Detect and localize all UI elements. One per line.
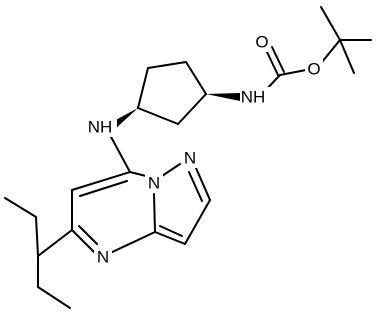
pentan-3-yl-group — [4, 197, 73, 309]
bond-ethyl-down-methyl — [37, 286, 71, 309]
pyrazole-nitrogen-label: N — [184, 149, 196, 168]
bond-n-pyrazole-c2-a — [195, 167, 211, 201]
ester-oxygen-label: O — [307, 60, 320, 79]
bond-n-bridgehead-c3a — [153, 193, 156, 233]
bond-tbu-methyl-bottom — [339, 39, 355, 74]
bond-n-pyrimidine-c5-a — [71, 229, 95, 253]
bond-ring-c5-c1 — [177, 93, 207, 125]
atom-carbamate-nh: NH — [240, 87, 270, 107]
bond-c5-methine — [37, 229, 73, 257]
bond-ring-c1-c2 — [185, 61, 207, 95]
bond-c6-c7-a — [71, 171, 131, 191]
bridgehead-nitrogen-label: N — [148, 174, 160, 193]
bond-ring-c4-c5 — [137, 107, 179, 125]
bond-n-pyrazole-c2-b — [188, 171, 203, 202]
bond-ring-c2-c3 — [147, 61, 187, 69]
bond-ring-c3-c4 — [137, 67, 149, 109]
bond-c3a-n-pyrimidine — [107, 231, 156, 255]
atom-ester-oxygen: O — [305, 59, 323, 79]
bond-methine-ethyl-up — [35, 216, 39, 257]
tert-butyl-group — [320, 6, 372, 74]
carbonyl-oxygen-label: O — [255, 33, 268, 52]
bond-n-bridgehead-n-pyrazole — [161, 163, 181, 177]
carbamate-nh-label: NH — [241, 88, 266, 107]
bond-c2-c3 — [184, 199, 211, 245]
cyclopentane-ring — [137, 61, 207, 125]
bond-c3-c3a-b — [159, 225, 183, 237]
bond-c3-c3a-a — [154, 231, 186, 245]
atom-labels: O O NH NH N N N — [87, 32, 323, 267]
bond-c7-n-bridgehead — [129, 171, 147, 177]
atom-bridgehead-nitrogen: N — [145, 173, 163, 193]
bond-amine-nh-c7 — [109, 134, 131, 173]
bond-carbonyl-double-2 — [271, 46, 285, 73]
stereo-wedge-to-carbamate-nh — [206, 93, 240, 101]
atom-pyrazole-nitrogen: N — [181, 148, 199, 168]
pyrimidine-nitrogen-label: N — [97, 248, 109, 267]
bond-ethyl-up-methyl — [4, 197, 37, 218]
bond-ester-o-carbonyl-c — [279, 69, 307, 76]
bond-c6-c7-b — [79, 180, 128, 197]
bond-tbu-methyl-top — [320, 6, 341, 41]
atom-carbonyl-oxygen: O — [253, 32, 271, 52]
atom-pyrimidine-nitrogen: N — [94, 247, 112, 267]
carbamate-group — [261, 46, 307, 95]
pyrazolopyrimidine-core — [71, 134, 211, 255]
bond-carbonyl-double-1 — [265, 49, 279, 76]
amine-nh-label: NH — [88, 118, 113, 137]
atom-amine-nh: NH — [87, 117, 117, 137]
bond-n-pyrimidine-c5-b — [78, 225, 98, 245]
bond-tbu-to-ester-o — [321, 39, 341, 63]
